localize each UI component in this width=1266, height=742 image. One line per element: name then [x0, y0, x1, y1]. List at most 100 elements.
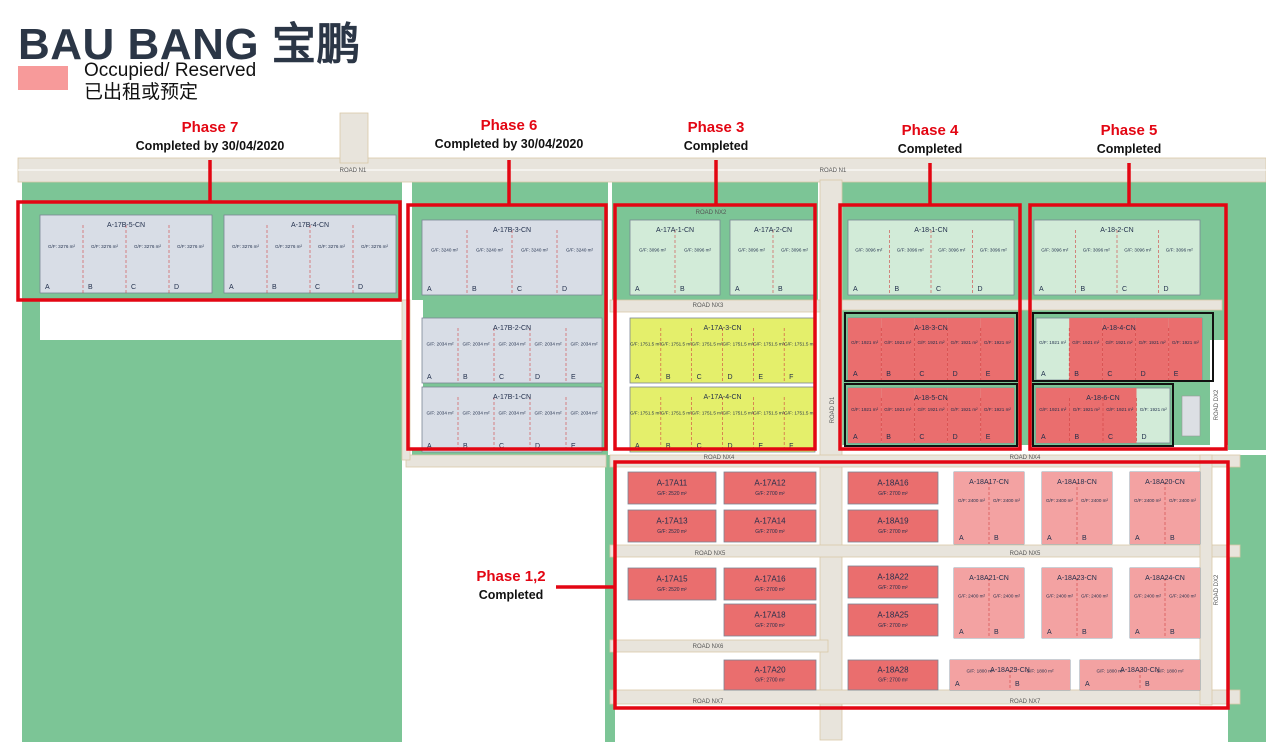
building-area-label: G/F: 2700 m² [878, 585, 908, 591]
legend-swatch [18, 66, 68, 90]
phase-name: Phase 6 [480, 117, 538, 134]
phase-label: Phase 6 Completed by 30/04/2020 [435, 116, 584, 152]
unit-occupied [881, 388, 915, 443]
unit-occupied [1077, 568, 1112, 638]
unit-area-label: G/F: 2034 m² [426, 341, 454, 346]
road-label: ROAD N1 [340, 168, 367, 174]
road-label: ROAD NX5 [1010, 551, 1041, 557]
unit-letter: C [919, 371, 924, 378]
unit-occupied [1130, 568, 1165, 638]
unit-area-label: G/F: 3096 m² [781, 248, 809, 253]
landscape-area [22, 300, 40, 340]
phase-name: Phase 4 [901, 122, 959, 139]
road-label: ROAD NX4 [704, 455, 735, 461]
building-footprint [847, 603, 939, 637]
unit-letter: A [1041, 371, 1046, 378]
unit-letter: B [1074, 371, 1079, 378]
unit-letter: A [853, 286, 858, 293]
building-id-label: A-17A11 [657, 478, 688, 487]
building-footprint [847, 565, 939, 599]
unit-letter: E [986, 434, 991, 441]
road [401, 299, 411, 461]
highlight-frame [844, 383, 1018, 447]
unit-letter: E [571, 374, 576, 381]
unit-letter: A [635, 443, 640, 450]
building-area-label: G/F: 2520 m² [657, 529, 687, 535]
unit-letter: B [778, 286, 783, 293]
unit-occupied [1077, 472, 1112, 544]
phase-status: Completed [897, 142, 963, 156]
phase-status: Completed by 30/04/2020 [434, 137, 584, 151]
building-id-label: A-18-6-CN [1086, 395, 1119, 402]
building-area-label: G/F: 2700 m² [878, 678, 908, 684]
building-footprint [723, 659, 817, 691]
building-id-label: A-18A21-CN [969, 575, 1009, 582]
unit-occupied [1069, 318, 1103, 380]
unit-letter: A [635, 374, 640, 381]
unit-letter: B [994, 535, 999, 542]
unit-letter: E [571, 443, 576, 450]
building-area-label: G/F: 2700 m² [755, 623, 785, 629]
unit-occupied [1168, 318, 1202, 380]
building-id-label: A-18A22 [877, 572, 909, 581]
unit-area-label: G/F: 1751.5 m² [722, 341, 753, 346]
phase-status: Completed by 30/04/2020 [135, 139, 285, 153]
building-id-label: A-18A20-CN [1145, 479, 1185, 486]
unit-area-label: G/F: 1751.5 m² [784, 341, 815, 346]
road-label: ROAD NX5 [695, 551, 726, 557]
unit-area-label: G/F: 2400 m² [1134, 498, 1162, 503]
road-label: ROAD NX6 [693, 644, 724, 650]
unit-area-label: G/F: 3276 m² [275, 244, 303, 249]
unit-area-label: G/F: 3096 m² [1166, 248, 1194, 253]
unit-letter: B [1170, 535, 1175, 542]
unit-letter: E [1174, 371, 1179, 378]
unit-letter: B [1082, 535, 1087, 542]
unit-area-label: G/F: 1751.5 m² [661, 410, 692, 415]
unit-area-label: G/F: 1751.5 m² [692, 410, 723, 415]
building-area-label: G/F: 2700 m² [755, 587, 785, 593]
unit-area-label: G/F: 1921 m² [1039, 407, 1067, 412]
unit-area-label: G/F: 1921 m² [1105, 340, 1133, 345]
unit-area-label: G/F: 2034 m² [570, 410, 598, 415]
unit-area-label: G/F: 2034 m² [570, 341, 598, 346]
unit-letter: A [1135, 535, 1140, 542]
unit-area-label: G/F: 1800 m² [1026, 669, 1054, 674]
unit-area-label: G/F: 2400 m² [1046, 593, 1074, 598]
road-label: ROAD NX4 [1010, 455, 1041, 461]
road [609, 544, 1241, 558]
landscape-area [1228, 180, 1266, 450]
unit-area-label: G/F: 3276 m² [232, 244, 260, 249]
road-label: ROAD NX7 [693, 699, 724, 705]
building-id-label: A-18A16 [877, 478, 909, 487]
phase-label: Phase 4 Completed [898, 121, 963, 157]
unit-area-label: G/F: 2034 m² [498, 341, 526, 346]
unit-letter: C [517, 286, 522, 293]
unit-letter: A [853, 434, 858, 441]
unit-occupied [1010, 660, 1070, 690]
building-area-label: G/F: 2700 m² [878, 529, 908, 535]
building-id-label: A-18A17-CN [969, 479, 1009, 486]
unit-letter: C [499, 443, 504, 450]
unit-occupied [947, 318, 981, 380]
building-id-label: A-18-2-CN [1100, 227, 1133, 234]
unit-letter: D [728, 443, 733, 450]
road [841, 299, 1223, 311]
building-id-label: A-18A18-CN [1057, 479, 1097, 486]
building-id-label: A-17A20 [754, 666, 786, 675]
unit-letter: A [955, 681, 960, 688]
unit-area-label: G/F: 3096 m² [855, 248, 883, 253]
unit-letter: D [1142, 434, 1147, 441]
